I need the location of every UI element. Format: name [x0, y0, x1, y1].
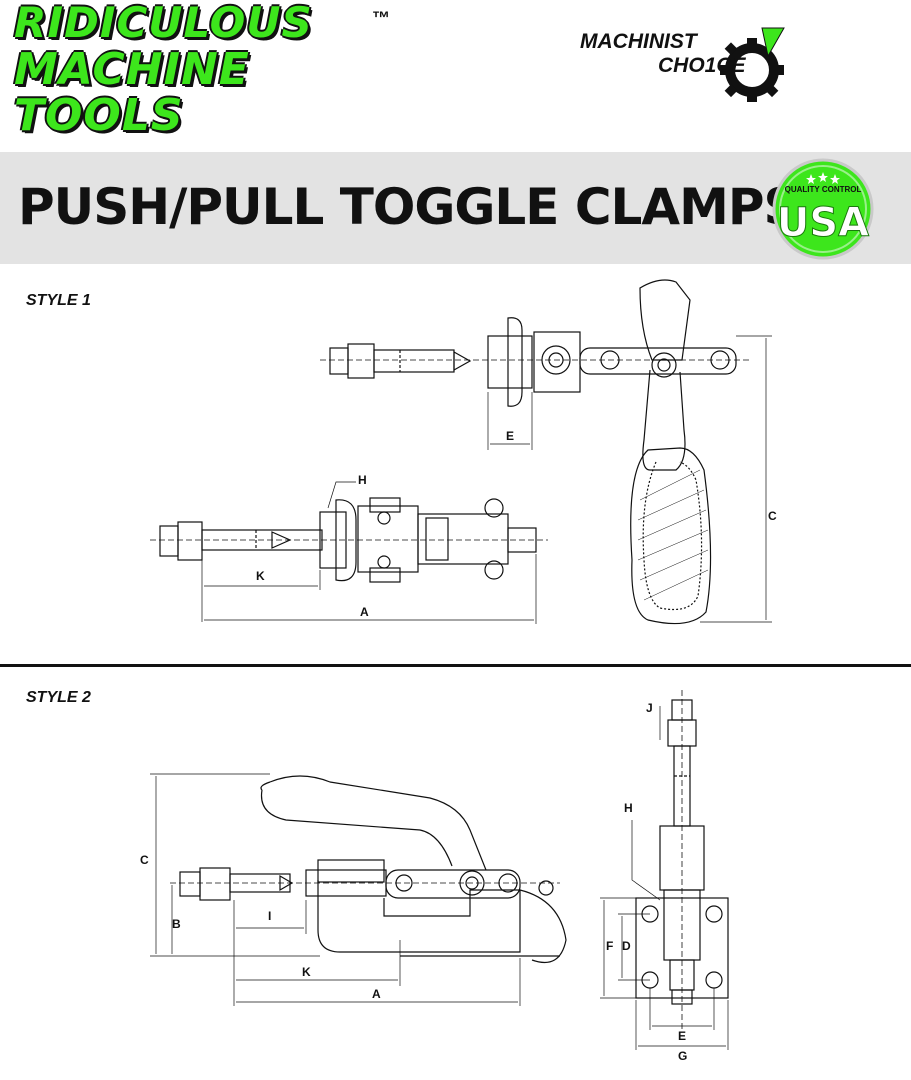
seal-text: USA [777, 200, 869, 246]
star-icons [806, 172, 840, 184]
brand-logo: RIDICULOUS MACHINE TOOLS [14, 2, 313, 138]
dim-f-s2: F [606, 939, 613, 953]
page-title: PUSH/PULL TOGGLE CLAMPS [18, 178, 800, 236]
style-2-front-view [600, 690, 729, 1050]
style-1-top-view [320, 279, 772, 625]
style-1-side-view [150, 481, 548, 624]
grip-texture [637, 469, 709, 601]
style-2-label: STYLE 2 [26, 689, 91, 706]
gear-icon [720, 27, 785, 102]
dim-d-s2: D [622, 939, 631, 953]
dim-e-s1: E [506, 429, 514, 443]
dim-k-s2: K [302, 965, 311, 979]
dim-i-s2: I [268, 909, 271, 923]
brand-trademark: ™ [372, 8, 390, 28]
title-banner: PUSH/PULL TOGGLE CLAMPS [0, 152, 911, 264]
style-2-side-view [150, 773, 567, 1006]
style-1-label: STYLE 1 [26, 292, 91, 309]
dim-g-s2: G [678, 1049, 687, 1063]
seal-caption: QUALITY CONTROL [785, 185, 862, 194]
dim-k-s1: K [256, 569, 265, 583]
machinist-line-2: CHO1CE [658, 54, 746, 77]
dim-a-s2: A [372, 987, 381, 1001]
dim-e-s2: E [678, 1029, 686, 1043]
machinist-line-1: MACHINIST [580, 30, 697, 53]
dim-c-s2: C [140, 853, 149, 867]
brand-line-3: TOOLS [14, 90, 184, 141]
usa-quality-seal: QUALITY CONTROL USA [772, 158, 874, 260]
section-divider [0, 664, 911, 667]
dim-j-s2: J [646, 701, 653, 715]
machinist-choice-logo: MACHINIST CHO1CE [580, 26, 800, 106]
dim-c-s1: C [768, 509, 777, 523]
brand-line-1: RIDICULOUS [14, 0, 313, 47]
dim-b-s2: B [172, 917, 181, 931]
dim-h-s1: H [358, 473, 367, 487]
brand-line-2: MACHINE [14, 44, 250, 95]
dim-h-s2: H [624, 801, 633, 815]
dim-a-s1: A [360, 605, 369, 619]
